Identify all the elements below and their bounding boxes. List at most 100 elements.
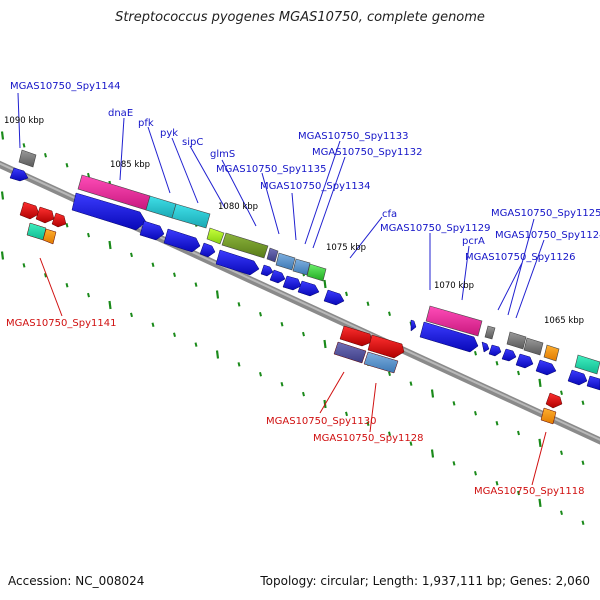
scale-tick [345,411,348,417]
scale-tick [0,191,5,200]
leader-lines-bottom [39,257,547,486]
gene-pfk [145,195,177,219]
scale-tick [237,302,241,307]
scale-tick [237,362,241,367]
gene-label: MGAS10750_Spy1134 [260,181,370,192]
gene-spy1134 [275,252,296,271]
gene-spy1124 [543,344,560,362]
scale-tick [560,390,563,396]
scale-label-1080: 1080 kbp [218,202,258,212]
scale-label-1085: 1085 kbp [110,160,150,170]
scale-tick [366,301,370,307]
scale-tick [474,411,477,416]
scale-tick [581,520,585,525]
scale-tick [409,381,413,386]
gene-labels-top: MGAS10750_Spy1144 dnaE pfk pyk sipC glmS… [10,81,600,263]
gene-label: MGAS10750_Spy1132 [312,147,422,158]
scale-tick [388,311,391,316]
scale-tick [65,162,69,168]
scale-tick [323,339,327,349]
gene-label: MGAS10750_Spy1126 [465,252,575,263]
scale-tick [108,240,112,250]
scale-tick [323,279,327,289]
scale-tick [452,461,456,466]
scale-tick [44,153,47,158]
gene-label: glmS [210,149,235,160]
scale-tick [430,449,435,458]
gene-pyk [171,203,211,229]
leader-lines-top [17,92,545,319]
scale-tick [388,431,391,436]
gene-label: MGAS10750_Spy1128 [313,433,423,444]
scale-tick [173,332,176,337]
scale-tick [108,300,112,310]
scale-tick [151,262,155,268]
gene-label: dnaE [108,108,133,119]
scale-tick [280,321,284,327]
scale-tick [194,342,198,347]
gene-glmS [221,232,269,259]
scale-tick [452,401,456,406]
scale-tick [259,312,262,317]
scale-tick [173,272,176,277]
scale-tick [495,420,499,426]
gene-label: MGAS10750_Spy1118 [474,486,584,497]
topology-text: Topology: circular; Length: 1,937,111 bp… [260,574,590,588]
accession-text: Accession: NC_008024 [8,574,145,588]
scale-label-1090: 1090 kbp [4,116,44,126]
gene-labels-bottom: MGAS10750_Spy1141 MGAS10750_Spy1130 MGAS… [6,318,584,497]
scale-tick [495,480,499,486]
gene-label: MGAS10750_Spy1124 [495,230,600,241]
scale-label-1065: 1065 kbp [544,316,584,326]
scale-tick [302,331,305,337]
scale-tick [215,290,220,299]
gene-label: MGAS10750_Spy1144 [10,81,120,92]
scale-tick [194,282,198,287]
scale-labels: 1090 kbp 1085 kbp 1080 kbp 1075 kbp 1070… [4,116,584,326]
gene-label: MGAS10750_Spy1125 [491,208,600,219]
gene-label: MGAS10750_Spy1135 [216,164,326,175]
scale-tick [388,371,391,376]
scale-tick [560,510,563,516]
scale-tick [215,350,220,359]
scale-tick [259,372,262,377]
scale-tick [87,232,90,238]
scale-tick [581,400,585,405]
gene-label: pyk [160,128,178,139]
scale-tick [22,263,26,268]
scale-tick [87,172,90,178]
scale-tick [517,490,520,496]
scale-label-1075: 1075 kbp [326,243,366,253]
scale-tick [87,292,90,298]
scale-tick [560,450,563,456]
scale-label-1070: 1070 kbp [434,281,474,291]
gene-label: MGAS10750_Spy1133 [298,131,408,142]
gene-label: MGAS10750_Spy1141 [6,318,116,329]
reverse-genes [19,201,563,425]
gene-label: sipC [182,137,203,148]
gene-spy1133 [292,258,311,276]
scale-tick [345,291,348,297]
gene-label: pfk [138,118,154,129]
gene-spy1129 [425,305,483,337]
scale-tick [0,251,5,260]
scale-tick [130,252,133,258]
gene-label: MGAS10750_Spy1129 [380,223,490,234]
scale-tick [581,460,585,465]
scale-tick [430,389,435,398]
scale-tick [302,391,305,397]
gene-teal-right [574,354,600,375]
scale-tick [538,438,542,448]
gene-label: pcrA [462,236,485,247]
scale-tick [495,360,499,366]
scale-tick [366,421,370,427]
scale-tick [409,441,413,446]
scale-tick [0,131,5,140]
gene-pcrA [484,325,496,340]
forward-genes-blue [9,167,600,391]
gene-spy1125 [523,337,544,356]
gene-spy1135 [266,247,279,263]
gene-spy1132 [306,263,327,282]
